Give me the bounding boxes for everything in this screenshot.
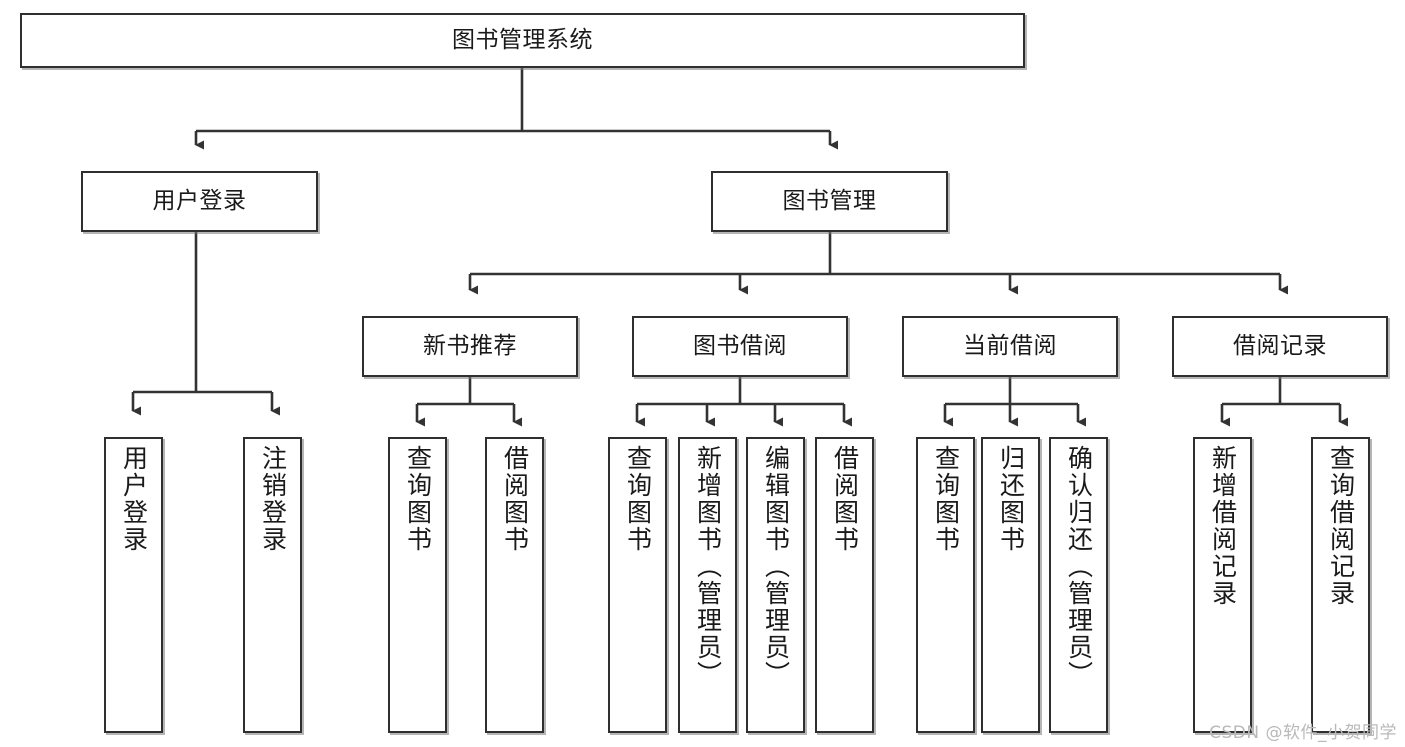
node-leaf-confirm-return[interactable]: 确认归还（管理员）: [1049, 437, 1108, 733]
node-leaf-query-book-borrow-label: 查询图书: [623, 445, 653, 553]
node-leaf-confirm-return-label: 确认归还（管理员）: [1064, 445, 1094, 688]
node-leaf-add-borrow-record[interactable]: 新增借阅记录: [1193, 437, 1252, 733]
node-leaf-query-borrow-record[interactable]: 查询借阅记录: [1311, 437, 1370, 733]
node-leaf-query-book-recommend-label: 查询图书: [403, 445, 433, 553]
node-leaf-return-book[interactable]: 归还图书: [981, 437, 1040, 733]
node-leaf-logout[interactable]: 注销登录: [243, 437, 302, 733]
node-book-borrow-label: 图书借阅: [693, 332, 787, 359]
node-user-login[interactable]: 用户登录: [81, 171, 318, 232]
node-leaf-return-book-label: 归还图书: [996, 445, 1026, 553]
node-leaf-query-book-recommend[interactable]: 查询图书: [388, 437, 447, 733]
node-leaf-user-login-label: 用户登录: [119, 445, 149, 553]
node-leaf-query-borrow-record-label: 查询借阅记录: [1326, 445, 1356, 607]
node-borrow-record-label: 借阅记录: [1233, 332, 1327, 359]
node-root[interactable]: 图书管理系统: [20, 13, 1025, 68]
node-root-label: 图书管理系统: [452, 26, 593, 53]
node-book-borrow[interactable]: 图书借阅: [632, 316, 848, 377]
node-leaf-borrow-book-recommend-label: 借阅图书: [500, 445, 530, 553]
node-current-borrow-label: 当前借阅: [963, 332, 1057, 359]
node-leaf-query-book-current[interactable]: 查询图书: [916, 437, 975, 733]
node-book-manage-label: 图书管理: [782, 187, 877, 214]
node-leaf-logout-label: 注销登录: [258, 445, 288, 553]
node-leaf-edit-book[interactable]: 编辑图书（管理员）: [746, 437, 805, 733]
node-leaf-borrow-book-label: 借阅图书: [830, 445, 860, 553]
node-leaf-user-login[interactable]: 用户登录: [104, 437, 163, 733]
node-leaf-edit-book-label: 编辑图书（管理员）: [761, 445, 791, 688]
node-user-login-label: 用户登录: [152, 187, 247, 214]
node-new-book-recommend-label: 新书推荐: [423, 332, 517, 359]
node-leaf-borrow-book-recommend[interactable]: 借阅图书: [485, 437, 544, 733]
node-current-borrow[interactable]: 当前借阅: [902, 316, 1118, 377]
node-leaf-query-book-borrow[interactable]: 查询图书: [608, 437, 667, 733]
node-new-book-recommend[interactable]: 新书推荐: [362, 316, 578, 377]
node-leaf-add-book-label: 新增图书（管理员）: [693, 445, 723, 688]
node-book-manage[interactable]: 图书管理: [711, 171, 948, 232]
node-leaf-add-borrow-record-label: 新增借阅记录: [1208, 445, 1238, 607]
node-borrow-record[interactable]: 借阅记录: [1172, 316, 1388, 377]
node-leaf-add-book[interactable]: 新增图书（管理员）: [678, 437, 737, 733]
node-leaf-borrow-book[interactable]: 借阅图书: [815, 437, 874, 733]
node-leaf-query-book-current-label: 查询图书: [931, 445, 961, 553]
